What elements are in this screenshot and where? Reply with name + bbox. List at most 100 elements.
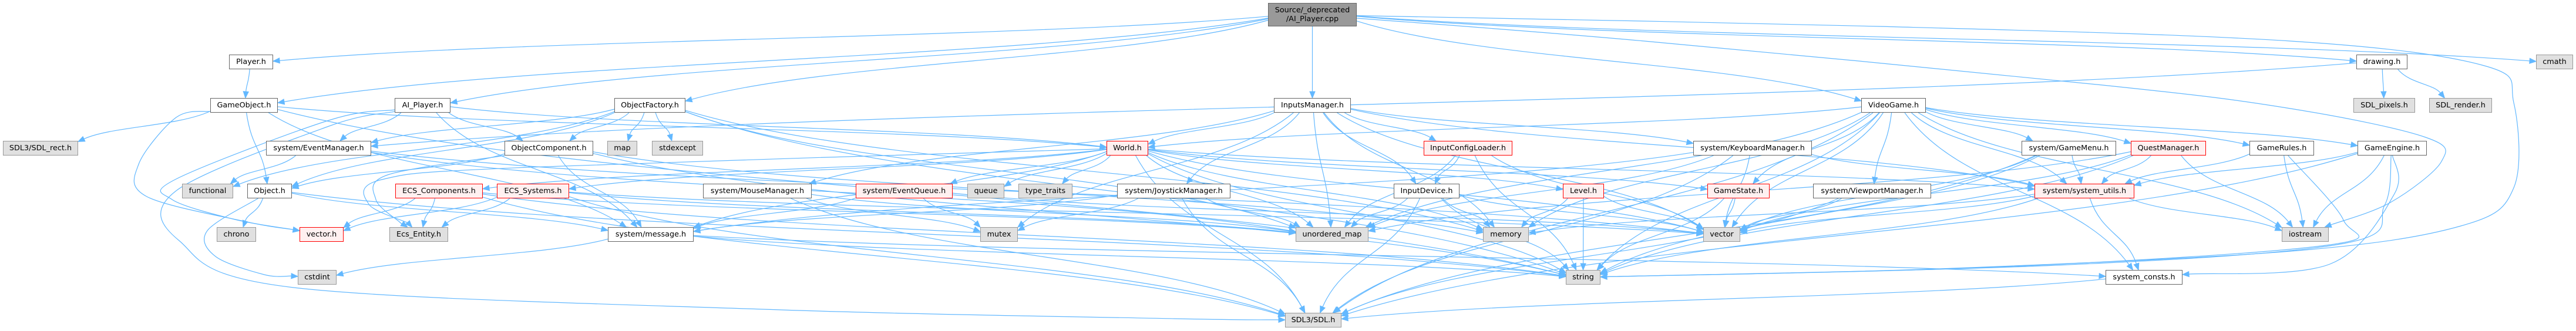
include-edge: [1017, 112, 1294, 228]
arrowhead: [1475, 228, 1484, 235]
edge-line: [1148, 153, 1561, 270]
include-edge: [568, 149, 1107, 191]
node-questmanager-h[interactable]: QuestManager.h: [2131, 141, 2206, 156]
node-label: system/KeyboardManager.h: [1700, 144, 1805, 153]
node-objectfactory-h[interactable]: ObjectFactory.h: [614, 98, 685, 113]
node-level-h[interactable]: Level.h: [1563, 184, 1604, 198]
include-edge: [1723, 198, 1736, 228]
node-inputdevice-h[interactable]: InputDevice.h: [1394, 184, 1459, 198]
node-inputconfigloader-h[interactable]: InputConfigLoader.h: [1424, 141, 1512, 156]
include-edge: [791, 198, 1286, 315]
arrowhead: [1278, 316, 1286, 323]
include-edge: [1350, 108, 1694, 146]
include-edge: [2313, 155, 2385, 228]
include-edge: [692, 197, 856, 229]
node-ecs-components-h[interactable]: ECS_Components.h: [395, 184, 483, 198]
arrowhead: [1555, 185, 1564, 191]
edge-line: [1148, 148, 2029, 189]
edge-line: [423, 198, 436, 221]
node-world-h[interactable]: World.h: [1107, 141, 1148, 156]
node-object-h[interactable]: Object.h: [247, 184, 292, 198]
node-label: chrono: [223, 230, 250, 239]
arrowhead: [1562, 262, 1569, 271]
node-gameobject-h[interactable]: GameObject.h: [210, 98, 278, 113]
node-system-keyboardmanager-h[interactable]: system/KeyboardManager.h: [1693, 141, 1812, 156]
node-drawing-h[interactable]: drawing.h: [2356, 55, 2407, 69]
arrowhead: [2077, 176, 2083, 185]
edge-line: [372, 155, 505, 225]
node-label: GameRules.h: [2256, 144, 2307, 153]
node-system-mousemanager-h[interactable]: system/MouseManager.h: [703, 184, 812, 198]
include-edge: [1528, 194, 2035, 235]
node-label: ECS_Components.h: [402, 187, 476, 195]
arrowhead: [1410, 176, 1417, 185]
arrowhead: [2133, 262, 2140, 271]
node-gamerules-h[interactable]: GameRules.h: [2249, 141, 2314, 156]
node-memory: memory: [1483, 227, 1529, 242]
arrowhead: [627, 133, 633, 142]
arrowhead: [1528, 229, 1536, 235]
arrowhead: [1723, 219, 1730, 228]
include-edge: [1925, 107, 2251, 147]
node-system-gamemenu-h[interactable]: system/GameMenu.h: [2022, 141, 2116, 156]
arrowhead: [2350, 141, 2359, 148]
include-edge: [806, 198, 981, 232]
node-system-joystickmanager-h[interactable]: system/JoystickManager.h: [1117, 184, 1230, 198]
node-system-eventmanager-h[interactable]: system/EventManager.h: [266, 141, 371, 156]
edge-line: [377, 109, 615, 141]
edge-line: [1735, 112, 1884, 222]
node-ai-player-h[interactable]: AI_Player.h: [395, 98, 450, 113]
node-system-eventqueue-h[interactable]: system/EventQueue.h: [856, 184, 953, 198]
arrowhead: [1696, 223, 1704, 231]
edge-line: [436, 112, 633, 223]
node-system-message-h[interactable]: system/message.h: [608, 227, 694, 242]
arrowhead: [1428, 134, 1437, 141]
node-mutex: mutex: [980, 227, 1018, 242]
arrowhead: [808, 178, 817, 185]
arrowhead: [1292, 221, 1301, 228]
node-player-h[interactable]: Player.h: [229, 55, 273, 69]
edge-line: [1355, 198, 1408, 223]
node-inputsmanager-h[interactable]: InputsManager.h: [1274, 98, 1351, 113]
node-label: system/EventManager.h: [273, 144, 364, 153]
node-label: system/GameMenu.h: [2029, 144, 2109, 153]
node-label: SDL3/SDL_rect.h: [9, 144, 72, 153]
node-objectcomponent-h[interactable]: ObjectComponent.h: [505, 141, 593, 156]
node-gameengine-h[interactable]: GameEngine.h: [2358, 141, 2427, 156]
edge-line: [344, 112, 402, 137]
node-source-deprecated-ai-player-cpp: Source/_deprecated /AI_Player.cpp: [1268, 3, 1357, 26]
include-edge: [1350, 198, 1408, 228]
node-label: system_consts.h: [2113, 273, 2175, 282]
node-videogame-h[interactable]: VideoGame.h: [1861, 98, 1926, 113]
edge-line: [489, 148, 1107, 188]
node-ecs-systems-h[interactable]: ECS_Systems.h: [497, 184, 569, 198]
edge-line: [574, 112, 630, 137]
node-gamestate-h[interactable]: GameState.h: [1707, 184, 1770, 198]
edge-line: [1525, 198, 1568, 222]
edge-line: [1347, 198, 1839, 312]
node-system-system-utils-h[interactable]: system/system_utils.h: [2034, 184, 2134, 198]
include-edge: [1323, 112, 1417, 185]
node-system-consts-h[interactable]: system_consts.h: [2106, 270, 2182, 285]
node-sdl3-sdl-h: SDL3/SDL.h: [1285, 313, 1341, 327]
include-edge: [1340, 198, 1839, 315]
arrowhead: [1686, 139, 1694, 146]
arrowhead: [2126, 262, 2134, 271]
include-edge: [243, 69, 250, 99]
edge-line: [1746, 195, 2035, 232]
include-edge: [370, 62, 2357, 149]
include-edge: [1148, 152, 1484, 230]
edge-line: [1154, 106, 1862, 147]
node-vector-h[interactable]: vector.h: [300, 227, 344, 242]
edge-line: [952, 192, 1697, 234]
include-edge: [482, 148, 1107, 191]
node-label: Object.h: [254, 187, 285, 195]
edge-line: [1603, 196, 1699, 227]
node-system-viewportmanager-h[interactable]: system/ViewportManager.h: [1813, 184, 1931, 198]
edge-line: [1911, 112, 2062, 180]
include-edge: [2101, 155, 2151, 184]
edge-line: [1023, 198, 1139, 228]
node-label: GameState.h: [1713, 187, 1764, 195]
